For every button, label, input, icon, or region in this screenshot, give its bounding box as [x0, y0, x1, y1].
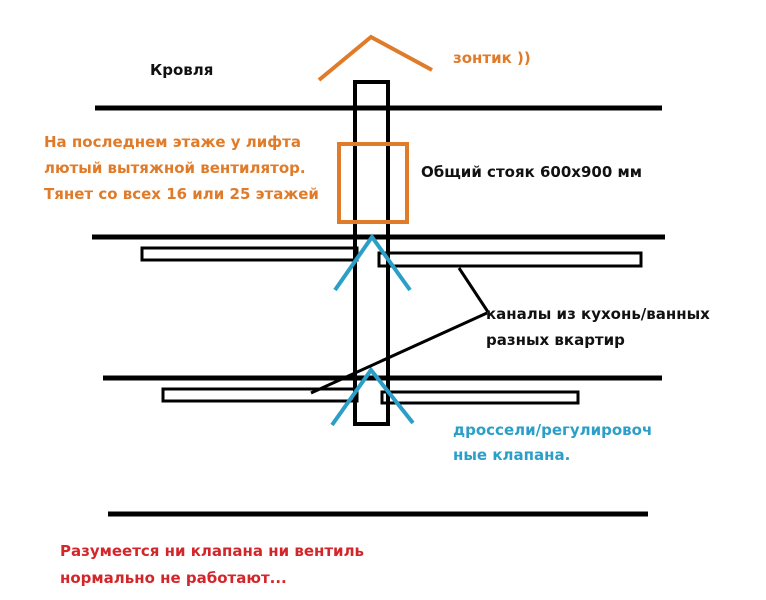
apartment-duct-right-lower [380, 390, 580, 405]
pointer-line [310, 311, 488, 395]
apartment-duct-right-upper [377, 251, 643, 268]
pointer-line [457, 267, 490, 313]
ducts-label-line-2: разных вкартир [486, 331, 625, 349]
apartment-duct-left-upper [140, 246, 359, 262]
umbrella-label: зонтик )) [453, 49, 531, 67]
fan-note-line-3: Тянет со всех 16 или 25 этажей [44, 185, 319, 203]
umbrella-cap [317, 34, 433, 82]
fan-note-line-1: На последнем этаже у лифта [44, 133, 301, 151]
footer-note-line-2: нормально не работают... [60, 569, 287, 587]
footer-note-line-1: Разумеется ни клапана ни вентиль [60, 542, 365, 560]
riser-label: Общий стояк 600x900 мм [421, 163, 643, 181]
damper-valve-upper [333, 233, 412, 292]
roof-label: Кровля [150, 61, 214, 79]
exhaust-fan-box [337, 142, 409, 224]
dampers-label-line-1: дроссели/регулировоч [453, 421, 653, 439]
damper-valve-lower [330, 366, 415, 427]
apartment-duct-left-lower [161, 387, 359, 403]
dampers-label-line-2: ные клапана. [453, 446, 571, 464]
fan-note-line-2: лютый вытяжной вентилятор. [44, 159, 306, 177]
ducts-label-line-1: каналы из кухонь/ванных [486, 305, 710, 323]
